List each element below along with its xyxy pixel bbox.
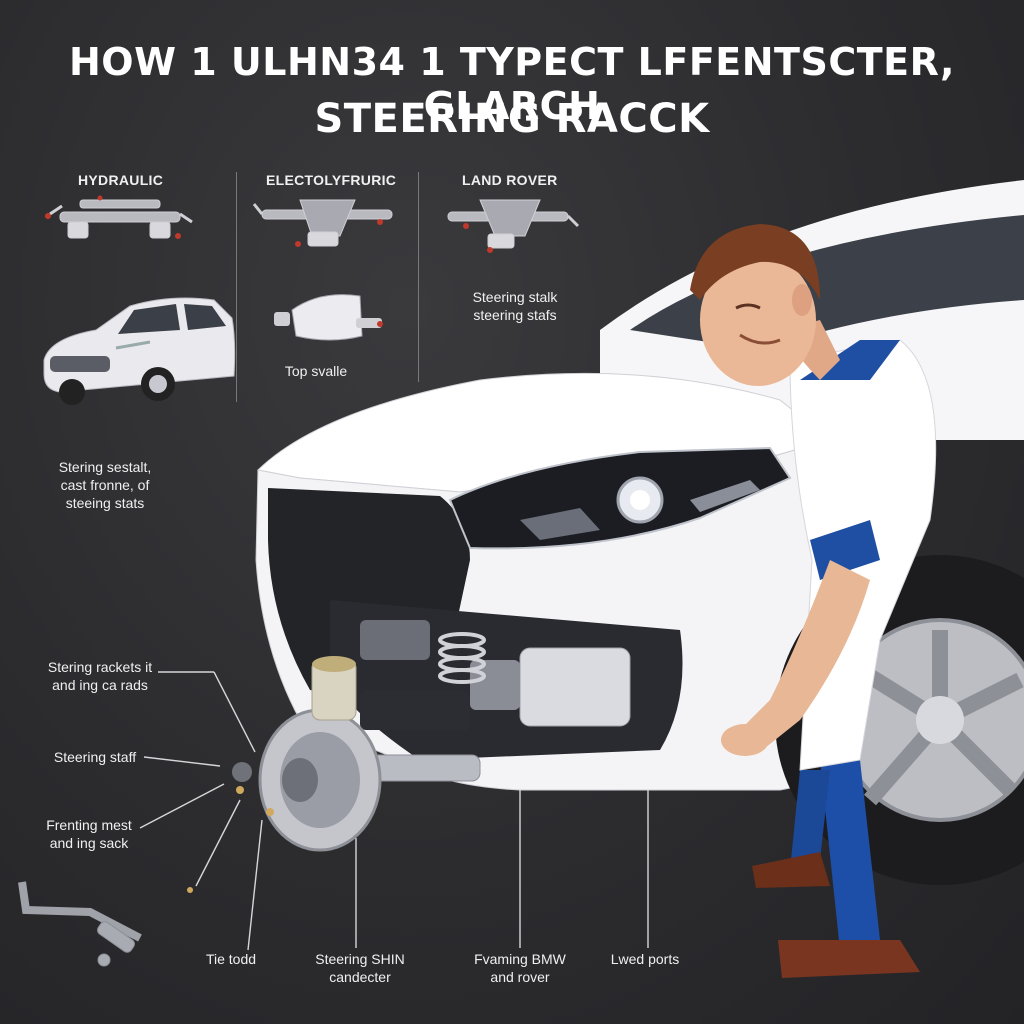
column-header-hydraulic: HYDRAULIC	[78, 172, 164, 188]
label-tie-todd: Tie todd	[205, 951, 257, 967]
top-evalle-part	[274, 294, 383, 341]
label-steering-staff: Steering staff	[53, 749, 137, 765]
label-frenting-mest: Frenting mest and ing sack	[46, 817, 132, 851]
column-divider	[418, 172, 419, 382]
column-header-land-rover: LAND ROVER	[462, 172, 558, 188]
label-framing-bmw: Fvaming BMW and rover	[474, 951, 566, 985]
tie-rod	[18, 881, 142, 967]
label-steering-sestalt: Stering sestalt, cast fronne, of steeing…	[58, 459, 152, 511]
label-steering-shin: Steering SHIN candecter	[315, 951, 405, 985]
column-header-electric: ELECTOLYFRURIC	[266, 172, 397, 188]
label-steering-stalk: Steering stalk steering stafs	[472, 289, 558, 323]
land-rover-rack-diagram	[447, 199, 580, 253]
small-sedan-illustration	[43, 297, 236, 405]
coil-spring	[438, 632, 486, 684]
column-divider	[236, 172, 237, 402]
hydraulic-rack-diagram	[45, 195, 193, 239]
page-title: HOW 1 ULHN34 1 TYPECT LFFENTSCTER, GLARC…	[68, 40, 955, 128]
page-subtitle: STEERING RACCK	[314, 96, 710, 142]
label-steering-rackets: Stering rackets it and ing ca rads	[47, 659, 153, 693]
electric-rack-diagram	[252, 199, 393, 247]
label-top-evalle: Top svalle	[284, 363, 348, 379]
brake-hub-assembly	[187, 656, 481, 893]
leader-lines	[139, 671, 649, 951]
label-lwed-ports: Lwed ports	[610, 951, 680, 967]
mechanic-figure	[690, 224, 937, 978]
